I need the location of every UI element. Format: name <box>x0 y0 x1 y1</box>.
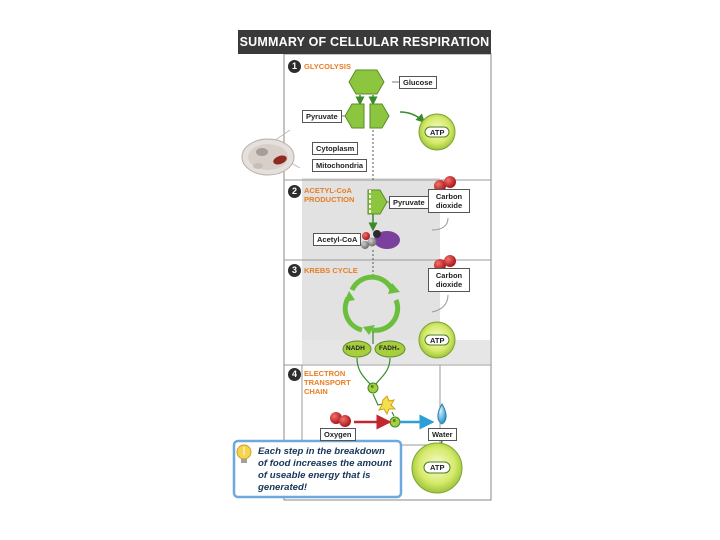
step-4-title: ELECTRON TRANSPORT CHAIN <box>304 369 351 396</box>
diagram-title: SUMMARY OF CELLULAR RESPIRATION <box>238 30 491 54</box>
energy-burst <box>377 395 397 416</box>
water-drop <box>437 403 447 425</box>
step-2-title-line1: ACETYL-CoA <box>304 186 352 195</box>
co2-release-2 <box>431 294 449 313</box>
step-2-number: 2 <box>288 185 301 198</box>
acetyl-coa-molecule <box>361 230 400 249</box>
pyruvate-molecule-2 <box>367 189 388 215</box>
carbon-dioxide-1-line1: Carbon <box>435 192 463 201</box>
atp-3-pill <box>423 461 451 474</box>
energy-note-line4: generated! <box>258 482 308 493</box>
lightbulb-icon <box>236 444 252 463</box>
glucose-molecule <box>348 69 385 95</box>
energy-note-line1: Each step in the breakdown <box>258 446 385 457</box>
fadh2-molecule <box>374 340 406 358</box>
electron-2-label: e <box>393 418 396 424</box>
carbon-dioxide-2-label: Carbon dioxide <box>428 268 470 292</box>
atp-3-label: ATP <box>430 463 445 472</box>
oxygen-label: Oxygen <box>320 428 356 441</box>
step-2-title-line2: PRODUCTION <box>304 195 355 204</box>
step-1-number: 1 <box>288 60 301 73</box>
atp-2-label: ATP <box>430 335 445 345</box>
cytoplasm-label: Cytoplasm <box>312 142 359 155</box>
electron-drop <box>391 411 395 417</box>
nadh-to-etc <box>356 357 371 385</box>
electron-1-label: e <box>371 384 374 390</box>
acetyl-coa-label: Acetyl-CoA <box>313 233 362 246</box>
electron-1 <box>367 382 379 394</box>
carbon-dioxide-1-line2: dioxide <box>435 201 463 210</box>
fadh2-to-etc <box>375 357 391 385</box>
step-4-title-line1: ELECTRON <box>304 369 346 378</box>
step-3-title: KREBS CYCLE <box>304 266 358 275</box>
fadh2-label: FADH₂ <box>379 345 400 352</box>
co2-release-1 <box>431 217 449 231</box>
glucose-label: Glucose <box>399 76 437 89</box>
atp-1-arrow <box>399 111 426 124</box>
atp-1-pill <box>424 126 450 138</box>
krebs-cycle-arrows <box>342 274 401 335</box>
energy-note: Each step in the breakdown of food incre… <box>258 446 398 494</box>
atp-1-label: ATP <box>430 127 445 137</box>
step-4-title-line3: CHAIN <box>304 387 328 396</box>
step-4-number: 4 <box>288 368 301 381</box>
carbon-dioxide-1-label: Carbon dioxide <box>428 189 470 213</box>
nadh-molecule <box>342 340 372 358</box>
oxygen-molecule <box>330 412 351 427</box>
step-4-title-line2: TRANSPORT <box>304 378 351 387</box>
note-box <box>232 439 403 499</box>
nadh-label: NADH <box>346 345 365 352</box>
energy-note-line3: of useable energy that is <box>258 470 371 481</box>
carbon-dioxide-2-line2: dioxide <box>435 280 463 289</box>
step-2-title: ACETYL-CoA PRODUCTION <box>304 186 354 204</box>
step-1-title: GLYCOLYSIS <box>304 62 351 71</box>
cell-illustration <box>241 129 301 176</box>
mitochondria-label: Mitochondria <box>312 159 368 172</box>
carbon-dioxide-2-line1: Carbon <box>435 271 463 280</box>
atp-2-pill <box>424 334 450 346</box>
energy-note-line2: of food increases the amount <box>258 458 392 469</box>
pyruvate-label: Pyruvate <box>302 110 342 123</box>
pyruvate-2-label: Pyruvate <box>389 196 429 209</box>
water-label: Water <box>428 428 457 441</box>
pyruvate-molecules <box>344 103 390 129</box>
electron-path <box>372 393 384 406</box>
step-3-number: 3 <box>288 264 301 277</box>
